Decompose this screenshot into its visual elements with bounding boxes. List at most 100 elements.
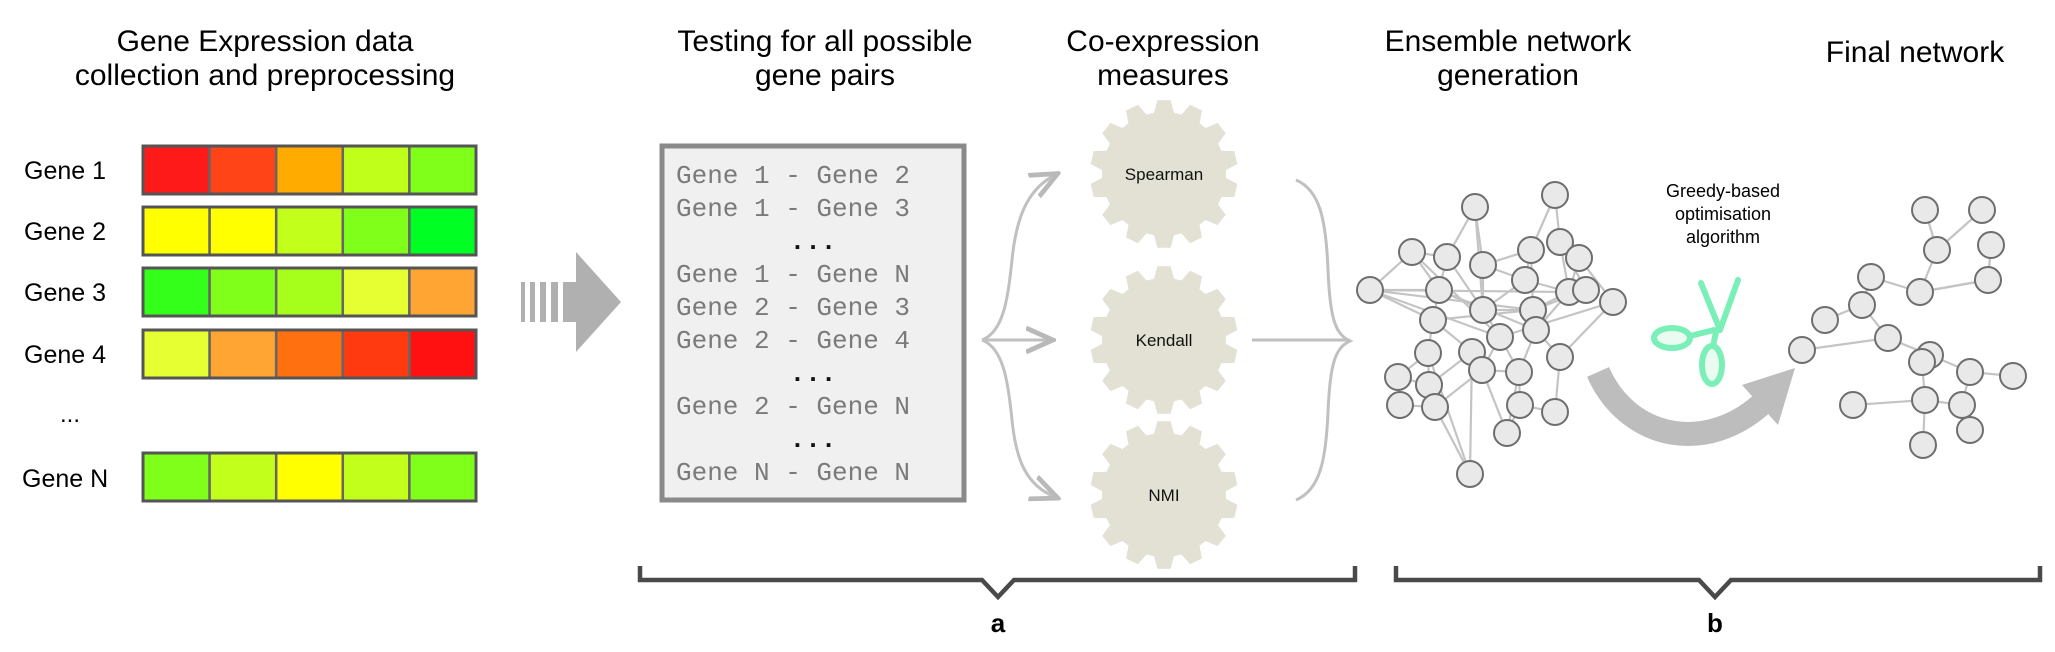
gene-ellipsis: ...	[60, 401, 80, 428]
algorithm-line2: optimisation	[1675, 204, 1771, 224]
expression-row	[141, 205, 478, 257]
expression-cell	[408, 451, 478, 503]
ensemble-network	[1356, 181, 1627, 488]
network-node	[1968, 196, 1996, 224]
gene-label-n: Gene N	[22, 465, 108, 493]
network-node	[1848, 291, 1876, 319]
expression-cell	[341, 328, 411, 380]
network-node	[1572, 276, 1600, 304]
ensemble-heading-line2: generation	[1437, 59, 1579, 92]
network-node	[1505, 358, 1533, 386]
network-node	[1811, 306, 1839, 334]
expression-row-border	[141, 451, 478, 503]
expression-cell	[408, 205, 478, 257]
network-node	[1356, 276, 1384, 304]
network-node	[1414, 339, 1442, 367]
network-node	[1956, 416, 1984, 444]
network-node	[1599, 288, 1627, 316]
network-node	[1517, 236, 1545, 264]
expression-cell	[208, 328, 278, 380]
network-node	[1874, 324, 1902, 352]
network-node	[1469, 296, 1497, 324]
network-node	[1546, 343, 1574, 371]
network-node	[1461, 193, 1489, 221]
network-node	[1565, 244, 1593, 272]
network-nodes	[1356, 181, 1627, 488]
pairs-section: Testing for all possible gene pairs Gene…	[659, 25, 973, 503]
pair-item: ...	[790, 359, 837, 389]
curved-arrow-icon	[1587, 366, 1795, 446]
network-node	[1909, 431, 1937, 459]
expression-heatmap	[141, 144, 478, 503]
expression-cell	[274, 266, 345, 318]
expression-row	[141, 328, 478, 380]
network-node	[1493, 419, 1521, 447]
network-node	[1839, 391, 1867, 419]
gear-icon: NMI	[1090, 421, 1238, 569]
expression-row-border	[141, 144, 478, 196]
expression-cell	[141, 451, 211, 503]
ensemble-heading-line1: Ensemble network	[1385, 25, 1633, 58]
brace-b-label: b	[1707, 608, 1723, 638]
network-node	[1468, 356, 1496, 384]
gene-label-3: Gene 3	[24, 279, 106, 307]
measures-section: Co-expression measures SpearmanKendallNM…	[981, 25, 1354, 569]
network-node	[1421, 393, 1449, 421]
final-network	[1788, 196, 2027, 459]
pair-item: Gene 1 - Gene 2	[676, 161, 910, 191]
expression-row	[141, 451, 478, 503]
network-node	[1384, 363, 1412, 391]
network-node	[1788, 336, 1816, 364]
network-node	[1456, 460, 1484, 488]
gene-label-1: Gene 1	[24, 157, 106, 185]
expression-cell	[341, 205, 411, 257]
network-node	[1511, 266, 1539, 294]
expression-row-border	[141, 205, 478, 257]
measure-label: Kendall	[1136, 331, 1193, 350]
big-arrow-icon	[521, 252, 621, 352]
network-node	[1433, 243, 1461, 271]
expression-cell	[341, 451, 411, 503]
network-node	[1419, 306, 1447, 334]
gear-icon: Kendall	[1090, 266, 1238, 414]
network-edge	[1499, 300, 1614, 339]
brace-a	[637, 566, 1358, 601]
final-section: Final network	[1788, 36, 2027, 459]
network-node	[1541, 398, 1569, 426]
pairs-box	[659, 143, 967, 503]
expression-row-border	[141, 266, 478, 318]
expression-cell	[408, 144, 478, 196]
expression-cell	[341, 144, 411, 196]
pair-item: ...	[790, 425, 837, 455]
expression-cell	[274, 205, 345, 257]
scissors-icon	[1651, 277, 1741, 387]
pair-item: ...	[790, 227, 837, 257]
network-node	[1522, 316, 1550, 344]
network-node	[1911, 386, 1939, 414]
expression-row	[141, 144, 478, 196]
expression-cell	[408, 266, 478, 318]
expression-cell	[208, 266, 278, 318]
expression-cell	[208, 451, 278, 503]
pair-item: Gene 1 - Gene N	[676, 260, 910, 290]
expression-cell	[141, 266, 211, 318]
merge-brace-right	[1252, 178, 1354, 502]
network-node	[1948, 391, 1976, 419]
expression-cell	[208, 205, 278, 257]
expression-row	[141, 266, 478, 318]
expression-cell	[141, 328, 211, 380]
gear-icon: Spearman	[1090, 100, 1238, 248]
algorithm-line3: algorithm	[1686, 227, 1760, 247]
network-node	[1541, 181, 1569, 209]
collection-heading-line1: Gene Expression data	[117, 25, 414, 58]
network-node	[1908, 348, 1936, 376]
fan-arrows-left	[981, 175, 1055, 497]
network-node	[1486, 323, 1514, 351]
pair-item: Gene 2 - Gene 4	[676, 326, 910, 356]
network-node	[1857, 263, 1885, 291]
network-node	[1977, 231, 2005, 259]
expression-cell	[141, 205, 211, 257]
network-node	[1469, 251, 1497, 279]
